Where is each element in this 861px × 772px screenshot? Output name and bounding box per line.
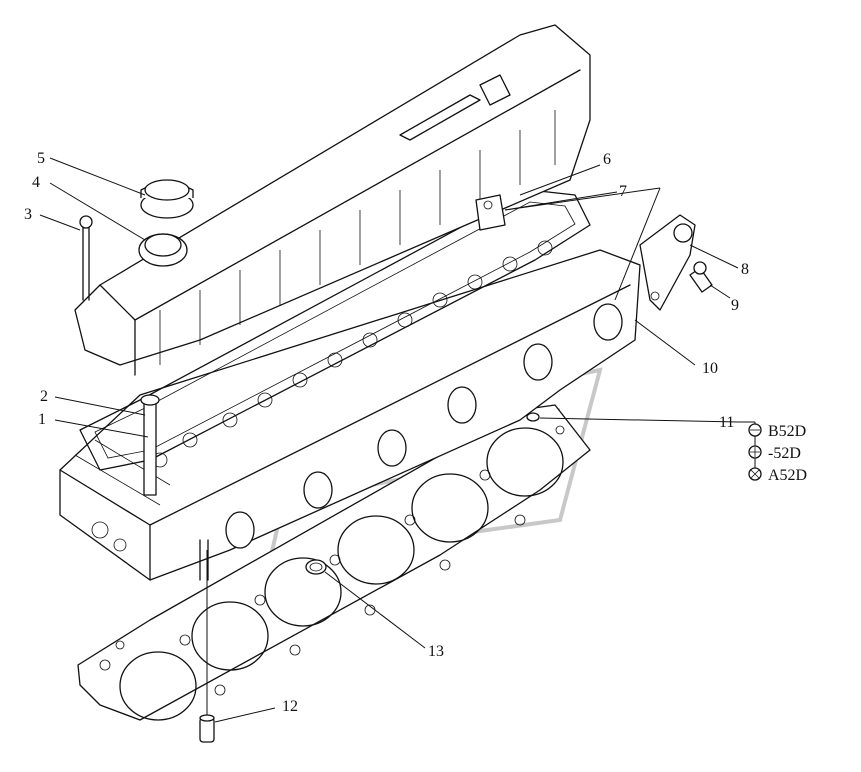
callout-labels: 5 4 3 2 1 6 7 8 9 10 11 12 13 B52D -52D … [24, 150, 807, 715]
variant-a52d: A52D [768, 467, 807, 484]
plug-11 [526, 412, 540, 422]
callout-2: 2 [40, 388, 48, 405]
lifting-bracket [639, 214, 696, 311]
variant-symbols [748, 423, 762, 481]
callout-1: 1 [38, 411, 46, 428]
valve-cover [74, 24, 591, 376]
oil-filler-cap [140, 179, 194, 219]
callout-8: 8 [741, 261, 749, 278]
callout-4: 4 [32, 174, 40, 191]
injector [475, 194, 506, 231]
callout-10: 10 [702, 360, 718, 377]
callout-13: 13 [428, 643, 444, 660]
callout-11: 11 [719, 414, 734, 431]
callout-9: 9 [731, 297, 739, 314]
callout-5: 5 [37, 150, 45, 167]
callout-6: 6 [603, 151, 611, 168]
dowel-sleeve [199, 714, 215, 743]
variant-b52d: B52D [768, 423, 806, 440]
head-gasket [77, 404, 591, 721]
seal-ring [305, 559, 327, 575]
valve-cover-gasket [79, 189, 591, 471]
callout-7: 7 [619, 183, 627, 200]
variant-52d: -52D [768, 445, 801, 462]
head-bolt [140, 394, 160, 496]
bracket-bolt [689, 261, 713, 293]
dipstick-tube [79, 215, 93, 301]
callout-12: 12 [282, 698, 298, 715]
cylinder-head [59, 240, 641, 581]
callout-3: 3 [24, 206, 32, 223]
leader-lines [39, 157, 756, 723]
